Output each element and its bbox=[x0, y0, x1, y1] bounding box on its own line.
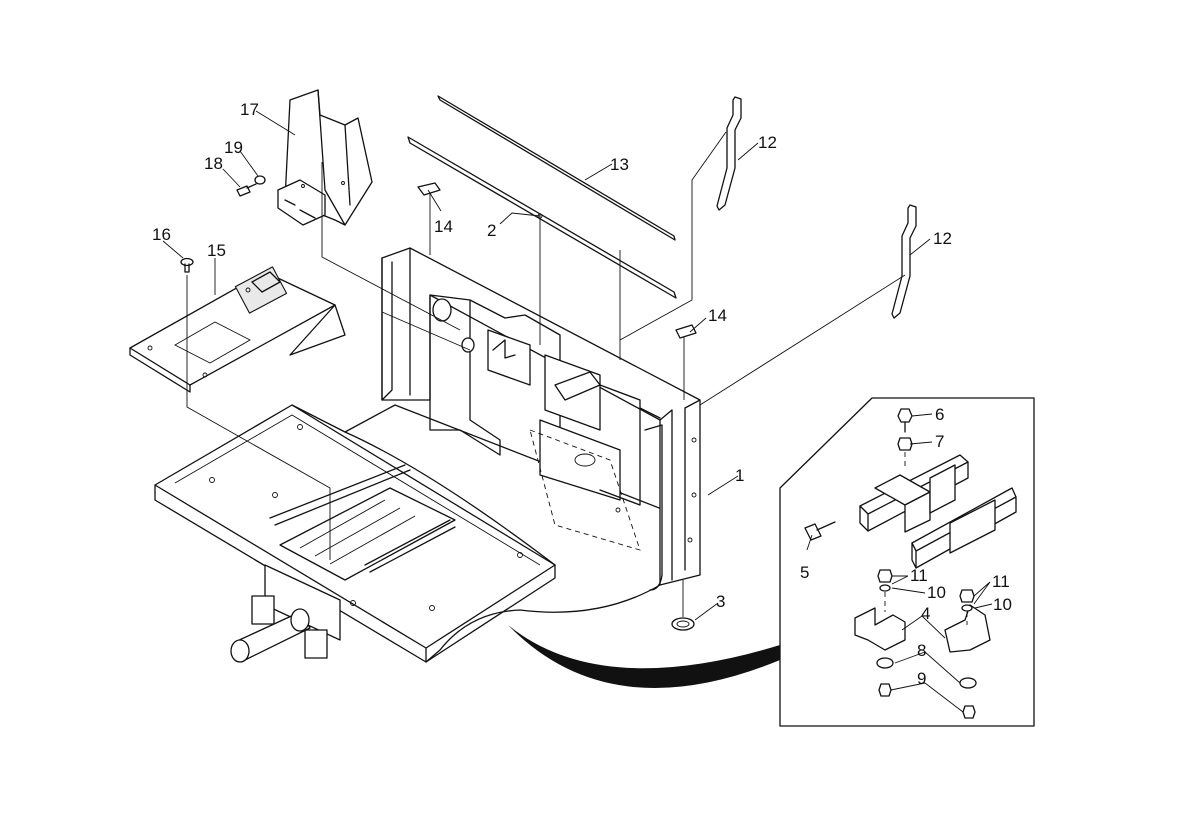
cover-panel bbox=[277, 89, 373, 226]
callout-17: 17 bbox=[240, 100, 259, 119]
side-panel-assembly bbox=[129, 266, 346, 393]
callout-18: 18 bbox=[204, 154, 223, 173]
bolt-18 bbox=[236, 183, 257, 197]
washer-19 bbox=[254, 175, 266, 185]
callout-leaders bbox=[162, 110, 993, 713]
callout-labels: 1 2 3 4 5 6 7 8 9 10 10 11 11 12 12 13 1… bbox=[152, 100, 1012, 688]
callout-8: 8 bbox=[917, 641, 926, 660]
callout-4: 4 bbox=[921, 604, 930, 623]
callout-12b: 12 bbox=[933, 229, 952, 248]
callout-5: 5 bbox=[800, 563, 809, 582]
callout-7: 7 bbox=[935, 432, 944, 451]
assembly-lines bbox=[186, 131, 906, 617]
detail-inset bbox=[779, 397, 1035, 727]
small-fasteners bbox=[180, 175, 695, 631]
callout-10a: 10 bbox=[927, 583, 946, 602]
callout-10b: 10 bbox=[993, 595, 1012, 614]
callout-13: 13 bbox=[610, 155, 629, 174]
callout-12a: 12 bbox=[758, 133, 777, 152]
seal-strips bbox=[407, 95, 677, 299]
callout-6: 6 bbox=[935, 405, 944, 424]
callout-1: 1 bbox=[735, 466, 744, 485]
bulkhead-frame bbox=[381, 247, 701, 591]
callout-16: 16 bbox=[152, 225, 171, 244]
callout-15: 15 bbox=[207, 241, 226, 260]
hook-rods bbox=[417, 96, 917, 339]
callout-14a: 14 bbox=[434, 217, 453, 236]
callout-11b: 11 bbox=[992, 572, 1010, 591]
grommet-3 bbox=[671, 617, 695, 631]
floor-deck bbox=[154, 404, 691, 663]
callout-9: 9 bbox=[917, 669, 926, 688]
callout-19: 19 bbox=[224, 138, 243, 157]
callout-3: 3 bbox=[716, 592, 725, 611]
callout-11a: 11 bbox=[910, 566, 928, 585]
screw-16 bbox=[180, 257, 194, 273]
callout-2: 2 bbox=[487, 221, 496, 240]
axle-shaft bbox=[230, 608, 311, 663]
detail-pointer-swoosh bbox=[508, 625, 780, 688]
callout-14b: 14 bbox=[708, 306, 727, 325]
